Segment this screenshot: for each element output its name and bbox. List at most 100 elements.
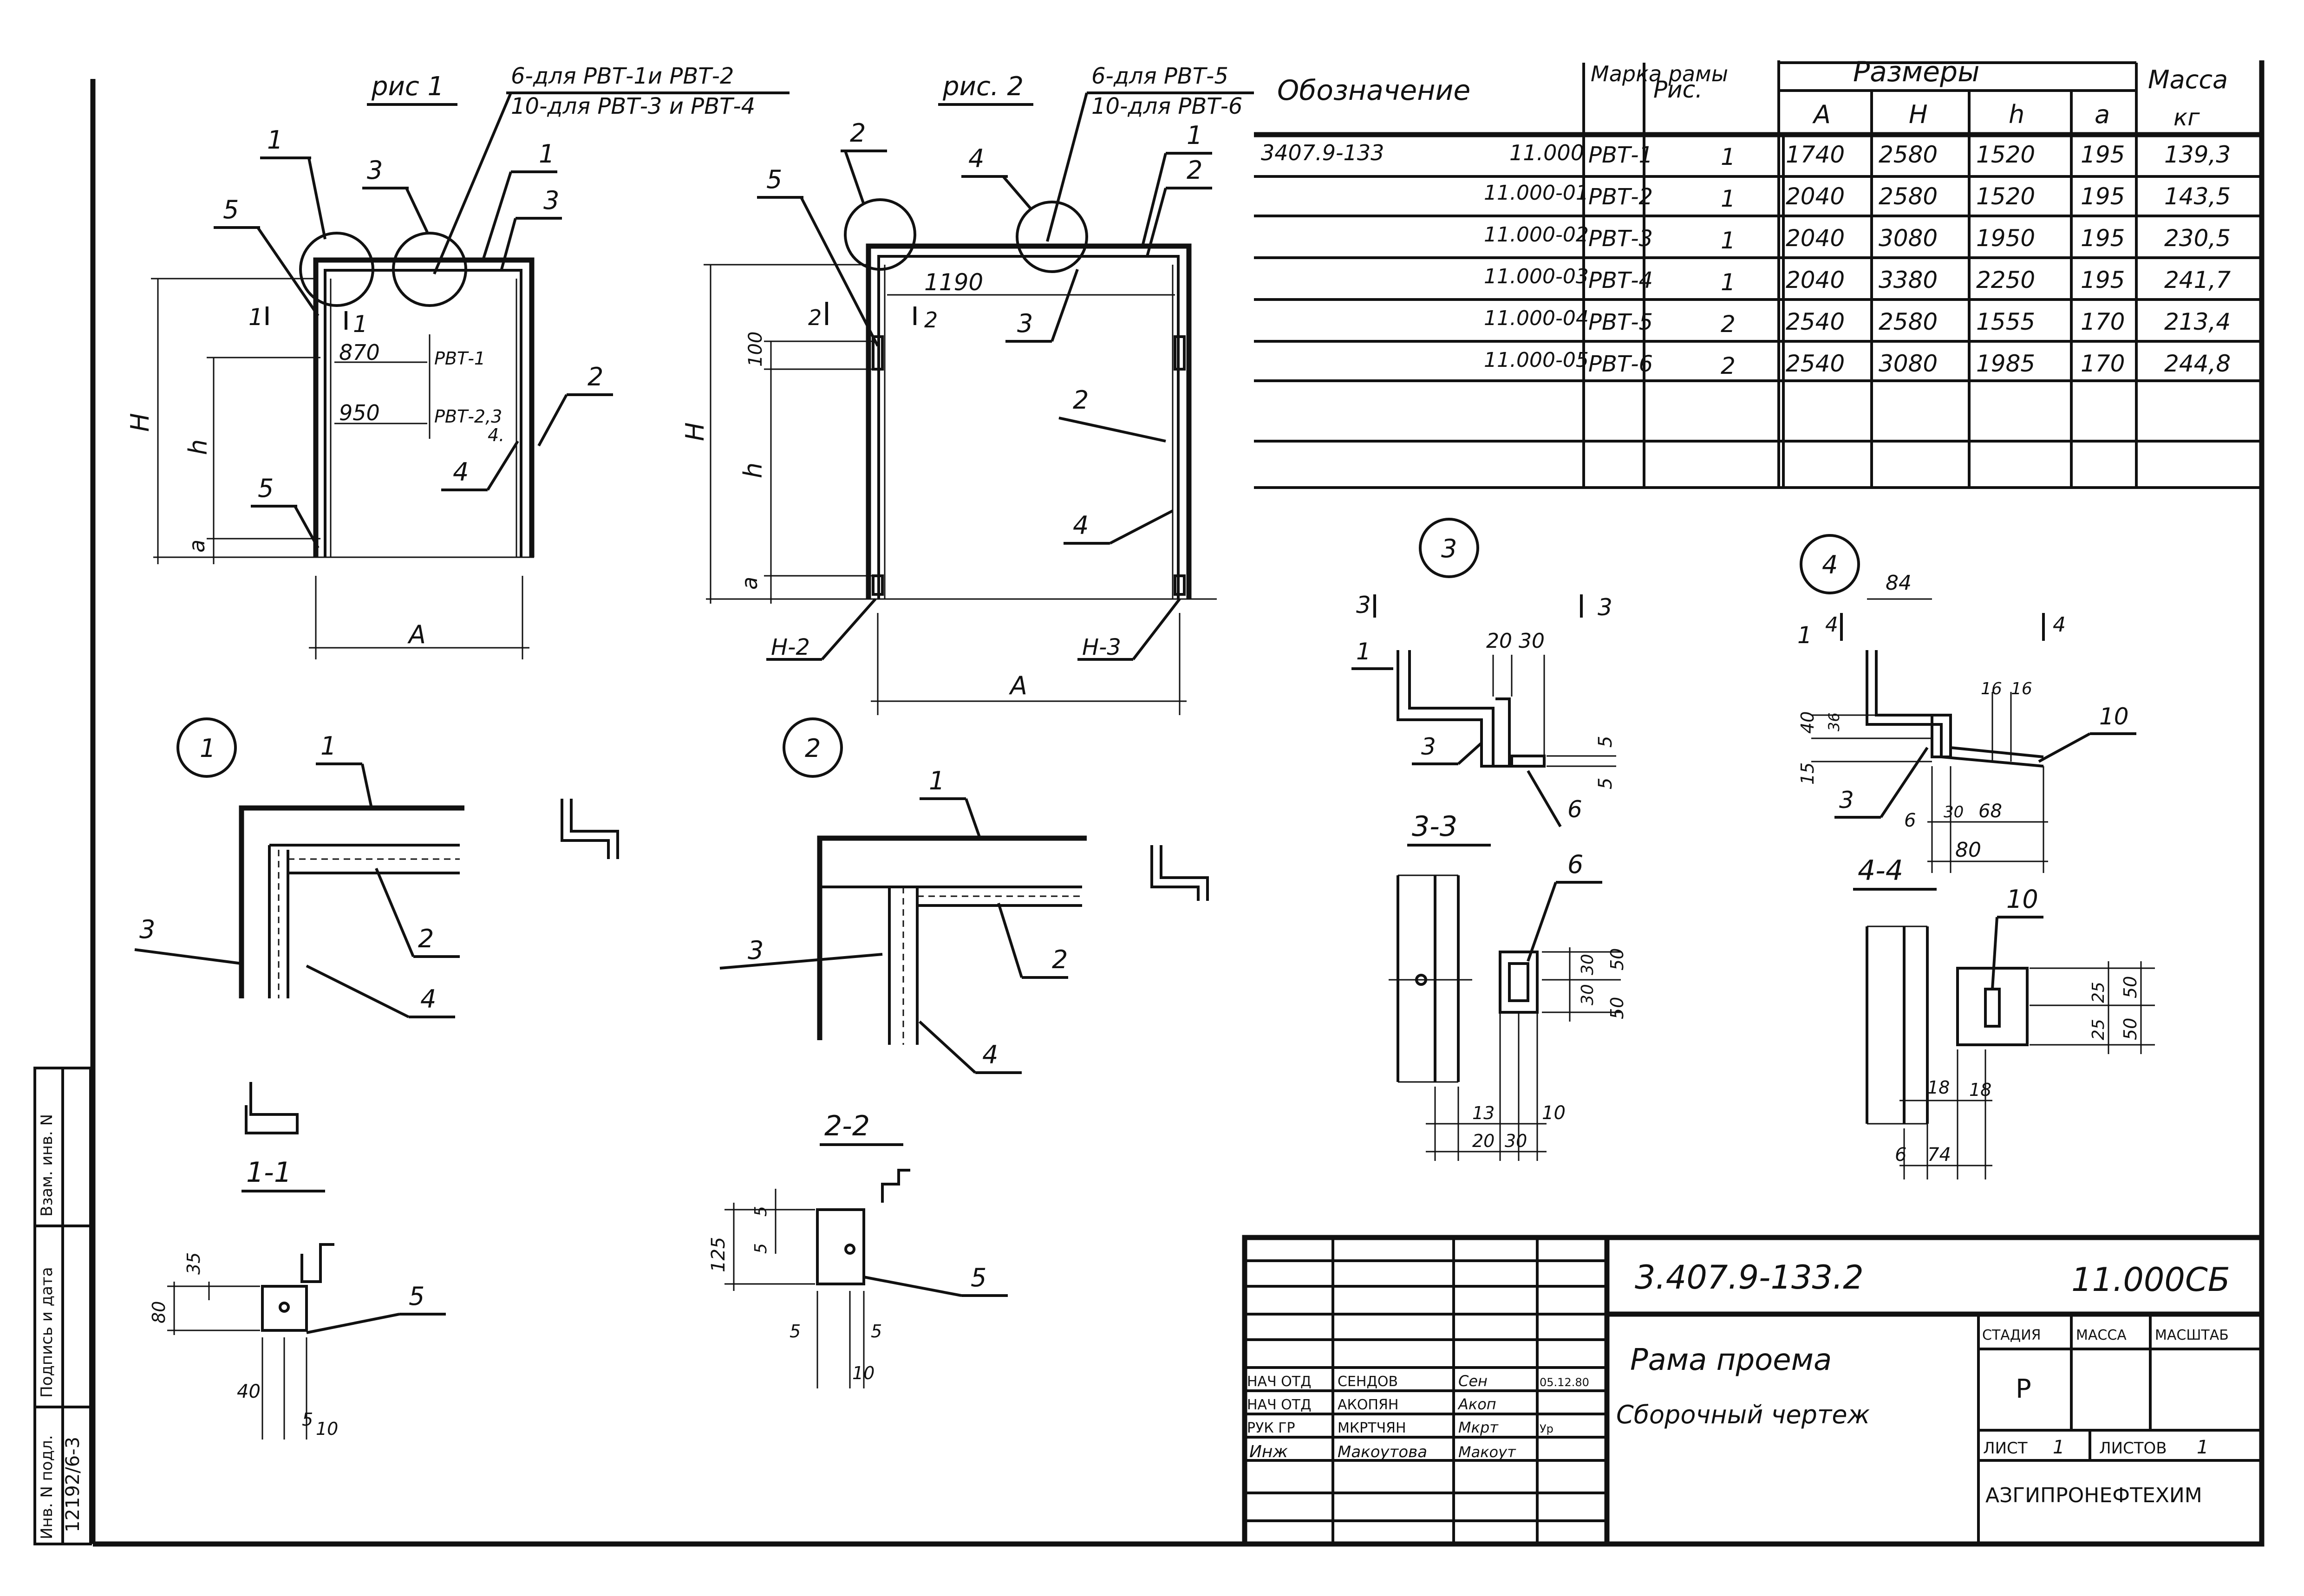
fig2-dim-A: A <box>1009 671 1027 700</box>
cell-mark: РВТ-6 <box>1588 351 1653 377</box>
cell-mass: 139,3 <box>2164 141 2231 168</box>
cell-a: 195 <box>2081 141 2125 168</box>
figure-1: рис 1 6-для РВТ-1и РВТ-2 10-для РВТ-3 и … <box>125 63 790 659</box>
svg-text:4: 4 <box>968 144 984 173</box>
th-fig: Рис. <box>1653 76 1703 103</box>
svg-text:4: 4 <box>453 457 469 487</box>
d4-dim-84: 84 <box>1886 571 1912 595</box>
cell-fig: 1 <box>1721 185 1736 212</box>
th-mass: Масса <box>2148 65 2228 94</box>
section-2-2: 2-2 125 5 5 5 5 10 5 <box>708 1110 1008 1388</box>
cell-A: 2040 <box>1786 267 1845 293</box>
table-row: 3407.9-133 11.000 РВТ-1 1 1740 2580 1520… <box>1261 140 2231 170</box>
svg-text:5: 5 <box>766 165 782 194</box>
cell-doc: 3407.9-133 <box>1261 140 1384 165</box>
cell-code: 11.000-04 <box>1484 306 1589 330</box>
fig1-dim-950: 950 <box>339 400 380 425</box>
svg-text:3: 3 <box>1421 733 1436 760</box>
cell-H: 3080 <box>1879 350 1938 377</box>
spec-table: Обозначение Марка рамы Рис. Размеры Масс… <box>1254 56 2262 489</box>
cell-A: 2040 <box>1786 183 1845 210</box>
stage-header: СТАДИЯ <box>1982 1327 2041 1343</box>
title-line1: Рама проема <box>1630 1343 1832 1377</box>
s33-dim-30b: 30 <box>1578 984 1597 1005</box>
cell-a: 195 <box>2081 183 2125 210</box>
fig2-note-line2: 10-для РВТ-6 <box>1091 93 1242 119</box>
sig-name: АКОПЯН <box>1338 1397 1398 1413</box>
cell-H: 3080 <box>1879 225 1938 252</box>
svg-text:5: 5 <box>971 1263 986 1292</box>
svg-text:3: 3 <box>1017 309 1033 338</box>
cell-fig: 1 <box>1721 227 1736 254</box>
cell-code: 11.000-03 <box>1484 265 1589 288</box>
svg-text:3: 3 <box>139 915 155 944</box>
cell-h: 1950 <box>1976 225 2035 252</box>
svg-text:2: 2 <box>587 362 603 391</box>
fig1-label-870: РВТ-1 <box>434 348 485 369</box>
d4-dim-30: 30 <box>1944 803 1964 821</box>
cell-a: 170 <box>2081 308 2125 335</box>
th-h: h <box>2009 100 2024 129</box>
detail-3: 3 3 3 20 30 5 5 1 3 6 <box>1351 518 1616 827</box>
s33-dim-50b: 50 <box>1607 997 1627 1019</box>
cell-mass: 241,7 <box>2164 267 2231 293</box>
fig1-dim-870: 870 <box>339 340 380 365</box>
svg-text:4: 4 <box>1073 511 1089 540</box>
s44-dim-25b: 25 <box>2089 1019 2108 1040</box>
sec22-dim-5b: 5 <box>751 1243 770 1254</box>
svg-text:4: 4 <box>2053 613 2066 637</box>
svg-text:3: 3 <box>1598 594 1612 621</box>
title-line2: Сборочный чертеж <box>1616 1400 1870 1429</box>
sec22-dim-5d: 5 <box>871 1321 882 1342</box>
cell-mass: 143,5 <box>2164 183 2231 210</box>
sec22-dim-125: 125 <box>708 1237 729 1272</box>
th-mass-unit: кг <box>2173 104 2200 131</box>
scale-header: МАСШТАБ <box>2155 1327 2229 1343</box>
fig1-dim-H: H <box>125 413 155 432</box>
sec11-dim-10: 10 <box>316 1419 338 1439</box>
organization: АЗГИПРОНЕФТЕХИМ <box>1985 1484 2202 1507</box>
svg-text:5: 5 <box>409 1282 424 1311</box>
fig1-dim-A: A <box>407 620 426 649</box>
margin-stamp-inv-number: 12192/6-3 <box>62 1437 84 1532</box>
svg-text:1: 1 <box>353 311 368 338</box>
sheets-value: 1 <box>2197 1437 2208 1458</box>
cell-code: 11.000-05 <box>1484 348 1589 372</box>
svg-text:2: 2 <box>1052 945 1068 974</box>
signature-row: НАЧ ОТД СЕНДОВ Сен 05.12.80 <box>1247 1372 1589 1390</box>
detail-2: 2 1 2 3 4 <box>719 717 1209 1074</box>
cell-mark: РВТ-3 <box>1588 226 1653 252</box>
stage-value: Р <box>2016 1374 2031 1404</box>
detail1-label: 1 <box>200 734 215 763</box>
th-dimensions: Размеры <box>1853 56 1980 88</box>
s33-dim-30: 30 <box>1505 1131 1527 1151</box>
svg-text:4: 4 <box>420 984 436 1014</box>
detail3-label: 3 <box>1441 534 1457 563</box>
sig-role: НАЧ ОТД <box>1247 1374 1312 1390</box>
margin-stamp-text3: Взам. инв. N <box>38 1114 56 1217</box>
th-a: a <box>2095 100 2110 129</box>
cell-code: 11.000-02 <box>1484 223 1589 247</box>
fig1-dim-a: a <box>184 540 209 553</box>
cell-mass: 230,5 <box>2164 225 2231 252</box>
svg-text:1: 1 <box>320 731 336 761</box>
cell-H: 2580 <box>1879 183 1938 210</box>
svg-text:2: 2 <box>1073 385 1089 415</box>
fig1-note-line2: 10-для РВТ-3 и РВТ-4 <box>511 93 755 119</box>
cell-mark: РВТ-4 <box>1588 267 1653 293</box>
svg-text:3: 3 <box>1356 592 1371 619</box>
fig2-dim-100: 100 <box>745 332 766 367</box>
sec22-dim-5c: 5 <box>790 1321 801 1342</box>
fig1-section-mark: 1 <box>248 304 263 331</box>
signature-row: НАЧ ОТД АКОПЯН Акоп <box>1247 1395 1496 1413</box>
cell-mark: РВТ-1 <box>1588 142 1653 168</box>
cell-mass: 213,4 <box>2164 308 2231 335</box>
cell-a: 195 <box>2081 267 2125 293</box>
fig2-note-line1: 6-для РВТ-5 <box>1091 63 1228 89</box>
d3-dim-5a: 5 <box>1595 736 1616 748</box>
detail4-label: 4 <box>1822 550 1838 580</box>
cell-A: 2540 <box>1786 350 1845 377</box>
svg-text:10: 10 <box>2099 703 2129 730</box>
cell-fig: 2 <box>1721 311 1736 338</box>
d3-dim-20: 20 <box>1486 629 1512 653</box>
